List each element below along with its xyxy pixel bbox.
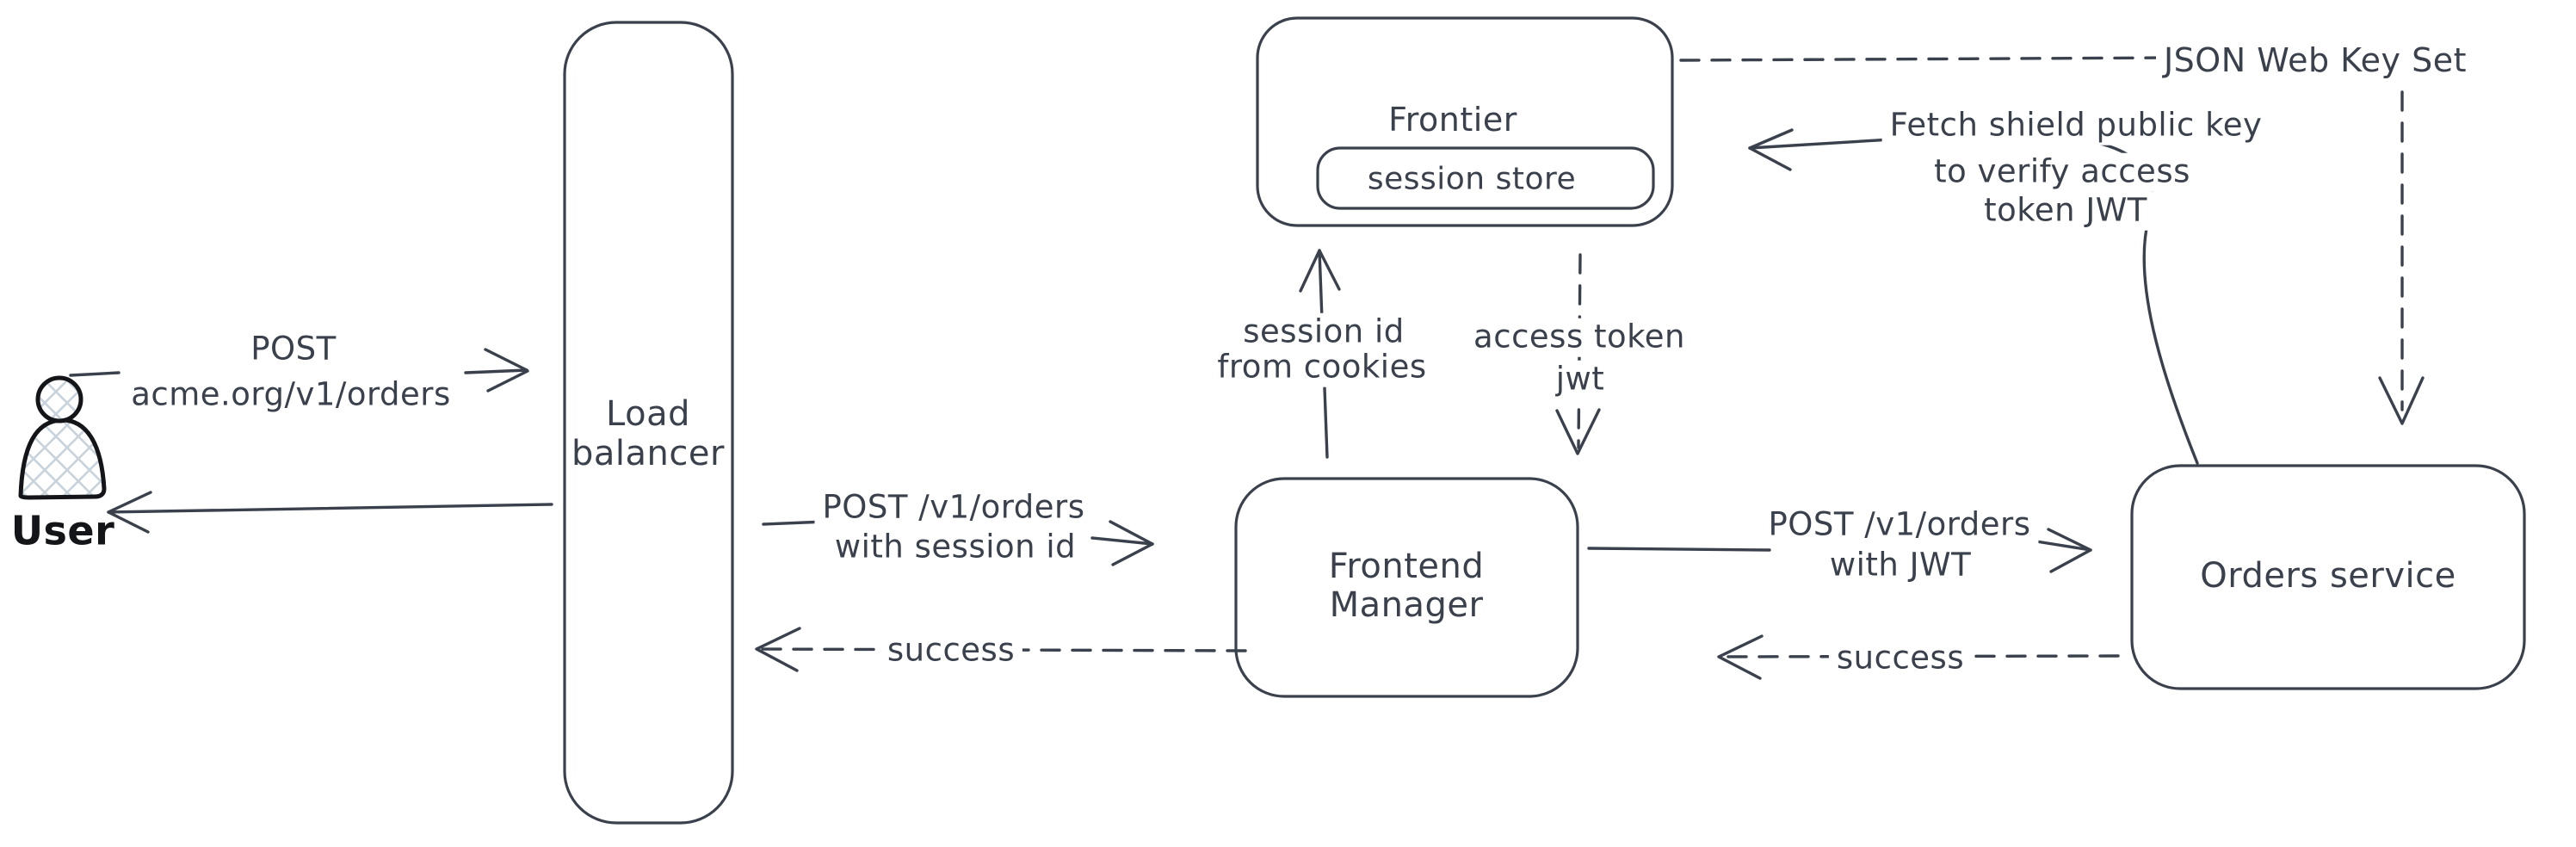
success-left-label: success [879, 631, 1023, 671]
post-orders-label-2: acme.org/v1/orders [123, 375, 459, 415]
post-jwt-label-1: POST /v1/orders [1760, 505, 2039, 545]
post-orders-label-1: POST [243, 330, 344, 369]
frontend-manager-label-2: Manager [1329, 585, 1484, 625]
success-right-label: success [1828, 639, 1973, 678]
arrow-success-to-load-balancer [755, 627, 1247, 672]
post-jwt-label-2: with JWT [1821, 546, 1980, 585]
arrow-response-to-user [107, 491, 553, 534]
session-store-box [1316, 146, 1655, 210]
jwks-label: JSON Web Key Set [2155, 41, 2475, 81]
load-balancer-box [563, 21, 734, 825]
post-session-label-2: with session id [826, 528, 1084, 567]
fetch-key-label-1: Fetch shield public key [1881, 106, 2270, 145]
arrow-post-jwt [1587, 528, 2092, 573]
frontend-manager-box [1234, 477, 1579, 698]
frontier-label: Frontier [1388, 101, 1517, 139]
arrow-post-orders [69, 348, 529, 393]
session-store-label: session store [1367, 161, 1577, 197]
session-id-label-1: session id [1235, 312, 1412, 352]
access-token-label-2: jwt [1547, 360, 1613, 399]
post-session-label-1: POST /v1/orders [814, 488, 1093, 528]
fetch-key-label-3: token JWT [1976, 191, 2155, 231]
fetch-key-label-2: to verify access [1926, 152, 2198, 192]
session-id-label-2: from cookies [1209, 348, 1435, 387]
load-balancer-label-1: Load [606, 394, 690, 434]
user-label: User [10, 507, 115, 554]
orders-service-box [2130, 464, 2526, 690]
load-balancer-label-2: balancer [571, 434, 725, 473]
user-icon [18, 375, 107, 500]
orders-service-label: Orders service [2200, 556, 2456, 596]
line-jwks-dashed [1679, 56, 2182, 62]
arrow-jwks-to-orders [2378, 90, 2425, 425]
frontend-manager-label-1: Frontend [1328, 547, 1485, 586]
access-token-label-1: access token [1466, 318, 1693, 357]
